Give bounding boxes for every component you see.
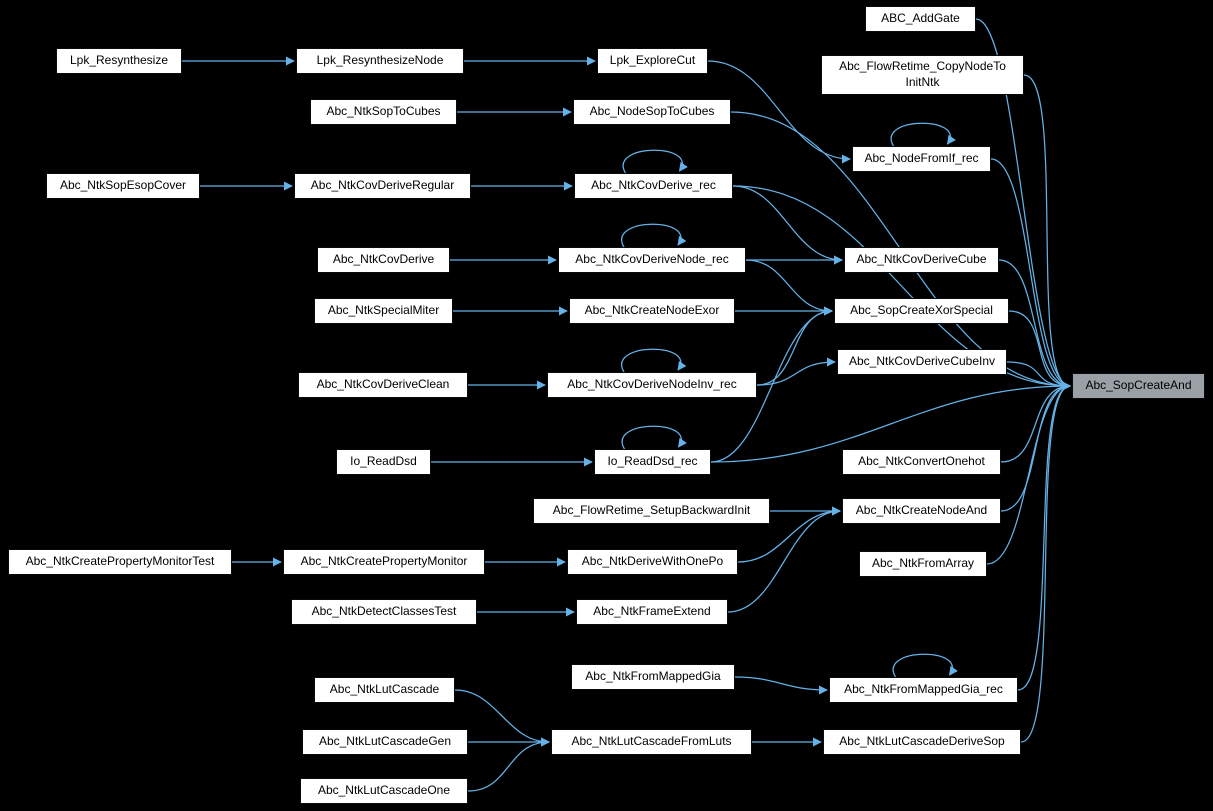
graph-node-abc-ntkfromarray[interactable]: Abc_NtkFromArray — [859, 551, 987, 577]
call-edge — [745, 259, 833, 316]
call-edge — [892, 653, 958, 678]
graph-node-abc-ntkcovderiveregular[interactable]: Abc_NtkCovDeriveRegular — [294, 173, 471, 199]
call-edge — [890, 122, 956, 147]
graph-node-abc-ntkcreatenodeand[interactable]: Abc_NtkCreateNodeAnd — [842, 498, 1001, 524]
graph-node-abc-nodefromif-rec[interactable]: Abc_NodeFromIf_rec — [852, 146, 991, 172]
call-edge — [454, 689, 550, 747]
graph-node-abc-ntkcovderivecube[interactable]: Abc_NtkCovDeriveCube — [844, 247, 999, 273]
graph-node-abc-ntkconvertonehot[interactable]: Abc_NtkConvertOnehot — [842, 449, 1001, 475]
graph-node-lpk-explorecut[interactable]: Lpk_ExploreCut — [597, 48, 708, 74]
graph-node-abc-ntkcovderivenodeinv-rec[interactable]: Abc_NtkCovDeriveNodeInv_rec — [547, 372, 757, 398]
graph-node-abc-ntkspecialmiter[interactable]: Abc_NtkSpecialMiter — [314, 298, 453, 324]
call-edge — [756, 357, 836, 386]
call-edge — [621, 348, 687, 373]
graph-node-abc-nodesoptocubes[interactable]: Abc_NodeSopToCubes — [573, 99, 731, 125]
call-edge — [622, 149, 688, 174]
graph-node-abc-ntkcovderive[interactable]: Abc_NtkCovDerive — [317, 247, 450, 273]
graph-node-abc-ntksopesopcover[interactable]: Abc_NtkSopEsopCover — [46, 173, 200, 199]
call-edge — [710, 381, 1071, 463]
graph-node-abc-ntkcovderivenode-rec[interactable]: Abc_NtkCovDeriveNode_rec — [558, 247, 746, 273]
call-edge — [990, 158, 1071, 391]
graph-node-abc-ntklutcascade[interactable]: Abc_NtkLutCascade — [314, 677, 455, 703]
call-edge — [621, 223, 687, 248]
call-edge — [1020, 381, 1071, 743]
call-edge — [1008, 310, 1071, 391]
call-edge — [732, 185, 1071, 391]
call-edge — [707, 60, 851, 164]
call-edge — [975, 18, 1071, 391]
call-edge — [467, 737, 550, 792]
graph-node-io-readdsd-rec[interactable]: Io_ReadDsd_rec — [594, 449, 711, 475]
graph-node-abc-ntkderivewithonepo[interactable]: Abc_NtkDeriveWithOnePo — [567, 549, 738, 575]
graph-node-abc-ntkframeextend[interactable]: Abc_NtkFrameExtend — [576, 599, 728, 625]
graph-node-abc-ntkcreatepropertymonitor[interactable]: Abc_NtkCreatePropertyMonitor — [283, 549, 485, 575]
graph-node-abc-ntkcreatenodeexor[interactable]: Abc_NtkCreateNodeExor — [569, 298, 735, 324]
graph-node-abc-ntklutcascadederivesop[interactable]: Abc_NtkLutCascadeDeriveSop — [823, 729, 1021, 755]
graph-node-abc-ntkcovderive-rec[interactable]: Abc_NtkCovDerive_rec — [574, 173, 733, 199]
graph-node-abc-ntkcovderivecubeinv[interactable]: Abc_NtkCovDeriveCubeInv — [837, 349, 1007, 375]
call-edge — [734, 676, 828, 695]
call-edge — [998, 259, 1071, 391]
graph-node-abc-ntklutcascadeone[interactable]: Abc_NtkLutCascadeOne — [300, 778, 468, 804]
graph-node-abc-flowretime-setupbackwardinit[interactable]: Abc_FlowRetime_SetupBackwardInit — [533, 498, 770, 524]
graph-node-abc-ntkdetectclassestest[interactable]: Abc_NtkDetectClassesTest — [291, 599, 477, 625]
graph-node-abc-ntkfrommappedgia-rec[interactable]: Abc_NtkFromMappedGia_rec — [829, 677, 1018, 703]
call-edge — [1000, 381, 1071, 463]
graph-node-abc-sopcreateand: Abc_SopCreateAnd — [1072, 373, 1205, 399]
graph-node-abc-ntklutcascadefromluts[interactable]: Abc_NtkLutCascadeFromLuts — [551, 729, 752, 755]
call-edge — [986, 381, 1071, 565]
call-edge — [727, 506, 841, 613]
graph-node-abc-ntkcreatepropertymonitortest[interactable]: Abc_NtkCreatePropertyMonitorTest — [8, 549, 232, 575]
graph-node-lpk-resynthesize[interactable]: Lpk_Resynthesize — [56, 48, 182, 74]
call-edge — [1017, 381, 1071, 691]
graph-node-abc-addgate[interactable]: ABC_AddGate — [865, 6, 976, 32]
graph-node-abc-ntklutcascadegen[interactable]: Abc_NtkLutCascadeGen — [302, 729, 468, 755]
graph-node-io-readdsd[interactable]: Io_ReadDsd — [336, 449, 431, 475]
call-edge — [710, 306, 833, 463]
call-edge — [1006, 361, 1071, 391]
call-edge — [1023, 74, 1071, 391]
graph-node-lpk-resynthesizenode[interactable]: Lpk_ResynthesizeNode — [296, 48, 464, 74]
call-edge — [621, 425, 687, 450]
graph-node-abc-sopcreatexorspecial[interactable]: Abc_SopCreateXorSpecial — [834, 298, 1009, 324]
graph-node-abc-ntkcovderiveclean[interactable]: Abc_NtkCovDeriveClean — [298, 372, 468, 398]
call-edge — [737, 506, 841, 563]
graph-node-abc-ntkfrommappedgia[interactable]: Abc_NtkFromMappedGia — [571, 664, 735, 690]
graph-node-abc-flowretime-copynodetoinitntk[interactable]: Abc_FlowRetime_CopyNodeTo InitNtk — [821, 55, 1024, 95]
call-edge — [732, 185, 843, 265]
graph-node-abc-ntksoptocubes[interactable]: Abc_NtkSopToCubes — [310, 99, 457, 125]
